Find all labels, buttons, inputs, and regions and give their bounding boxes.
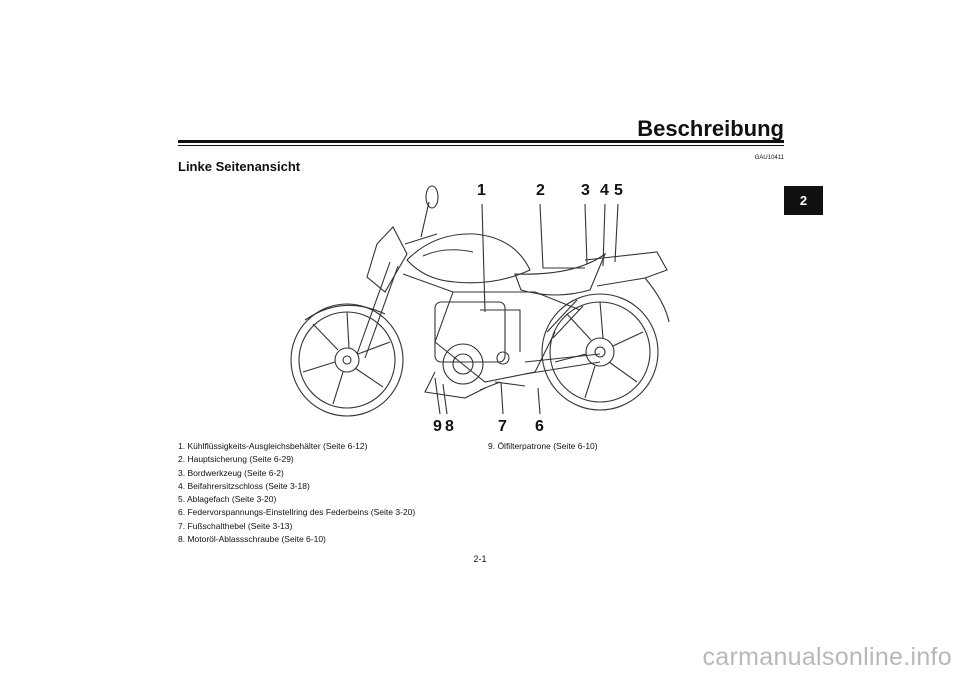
legend-item: 2. Hauptsicherung (Seite 6-29): [178, 454, 294, 465]
callout-6: 6: [535, 418, 544, 435]
section-title: Linke Seitenansicht: [178, 159, 301, 174]
section-code: GAU10411: [754, 155, 784, 161]
legend-left: 1. Kühlflüssigkeits-Ausgleichsbehälter (…: [178, 440, 415, 546]
legend-item: 5. Ablagefach (Seite 3-20): [178, 494, 277, 505]
header-rule-thin: [178, 145, 784, 146]
legend-item: 9. Ölfilterpatrone (Seite 6-10): [488, 441, 598, 451]
chapter-tab[interactable]: 2: [784, 186, 823, 215]
watermark: carmanualsonline.info: [702, 643, 952, 671]
callout-3: 3: [581, 182, 590, 199]
legend-item: 1. Kühlflüssigkeits-Ausgleichsbehälter (…: [178, 441, 368, 451]
legend-item: 6. Federvorspannungs-Einstellring des Fe…: [178, 507, 416, 518]
callout-7: 7: [498, 418, 507, 435]
motorcycle-figure: 1 2 3 4 5 9 8 7 6: [285, 182, 685, 437]
callout-2: 2: [536, 182, 545, 199]
page-number: 2-1: [473, 554, 487, 564]
motorcycle-illustration: [290, 185, 670, 417]
callout-1: 1: [477, 182, 486, 199]
page-header-title: Beschreibung: [637, 116, 784, 141]
legend-item: 7. Fußschalthebel (Seite 3-13): [178, 520, 293, 531]
callout-8: 8: [445, 418, 454, 435]
legend-item: 4. Beifahrersitzschloss (Seite 3-18): [178, 480, 310, 491]
callout-4: 4: [600, 182, 609, 199]
legend-item: 3. Bordwerkzeug (Seite 6-2): [178, 467, 284, 478]
callout-5: 5: [614, 182, 623, 199]
header-rule: [178, 140, 784, 143]
legend-right: 9. Ölfilterpatrone (Seite 6-10): [488, 440, 598, 453]
callout-9: 9: [433, 418, 442, 435]
legend-item: 8. Motoröl-Ablassschraube (Seite 6-10): [178, 534, 326, 545]
